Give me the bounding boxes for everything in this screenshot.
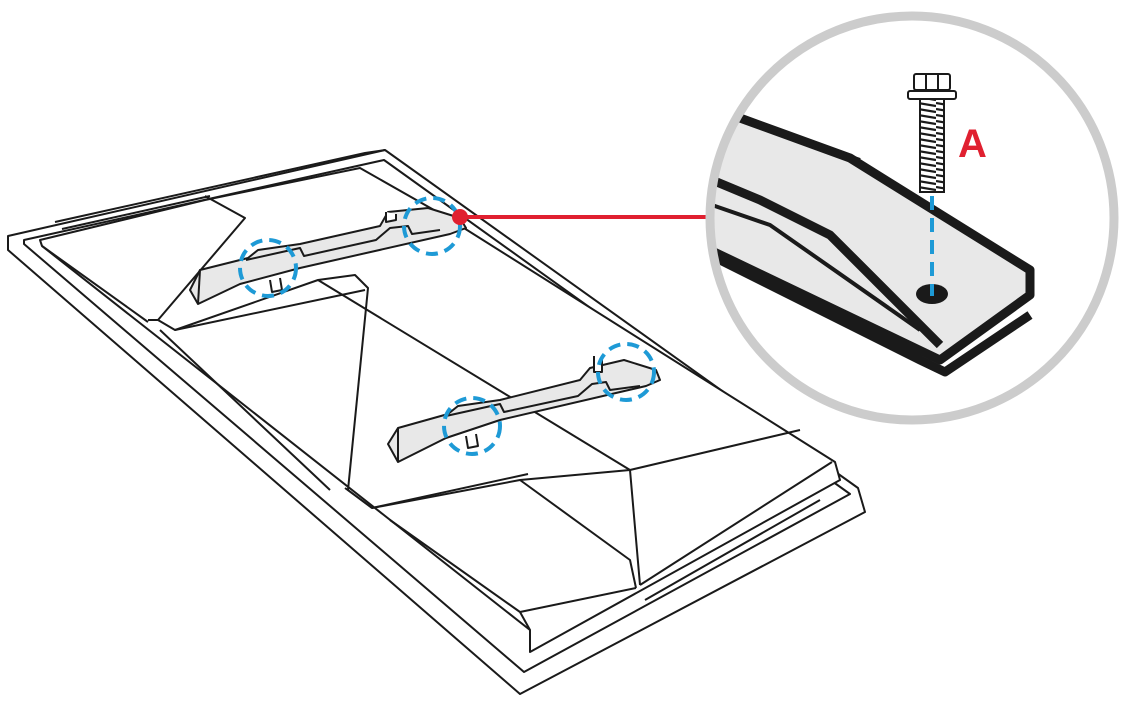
zoom-detail: A bbox=[705, 11, 1119, 425]
panel-top-lip bbox=[54, 149, 386, 223]
panel-seam-vertical bbox=[157, 195, 637, 589]
screw-hole-marker-1 bbox=[238, 238, 298, 298]
panel-back-plate bbox=[39, 167, 841, 653]
mounting-bracket-lower bbox=[387, 356, 661, 463]
leader-dot bbox=[452, 209, 468, 225]
zoom-ring bbox=[705, 11, 1119, 425]
screw-hole-marker-3 bbox=[442, 396, 502, 456]
marker-group bbox=[238, 196, 656, 456]
panel-inner-rim bbox=[23, 159, 851, 673]
screw-hole-marker-2 bbox=[402, 196, 462, 256]
screw-hole-marker-4 bbox=[596, 342, 656, 402]
callout-leader bbox=[452, 209, 712, 225]
callout-label: A bbox=[958, 122, 987, 166]
hex-bolt-icon bbox=[907, 73, 957, 193]
mounting-bracket-upper bbox=[189, 207, 467, 305]
